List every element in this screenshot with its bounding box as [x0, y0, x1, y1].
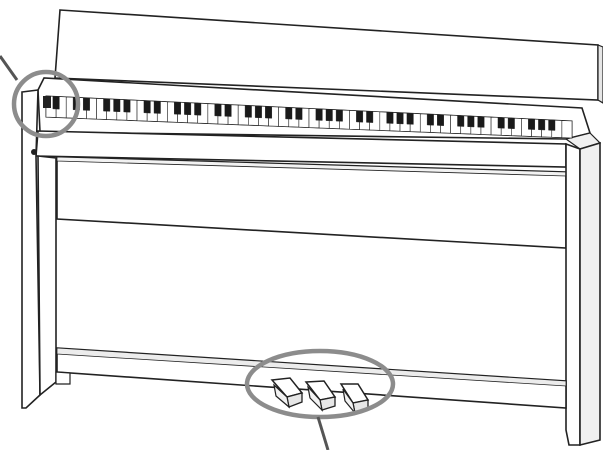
black-key	[295, 107, 303, 120]
black-key	[254, 105, 262, 119]
black-key	[406, 112, 414, 125]
power-switch-callout	[0, 55, 81, 139]
black-key	[52, 96, 60, 110]
soft-pedal	[339, 383, 370, 414]
black-key	[467, 115, 475, 128]
black-key	[143, 100, 151, 114]
black-key	[285, 107, 293, 120]
left-side-panel	[21, 89, 57, 409]
black-key	[507, 117, 515, 129]
black-key	[123, 99, 131, 113]
black-key	[244, 105, 252, 118]
white-key	[561, 120, 573, 139]
black-key	[366, 111, 374, 123]
power-switch	[43, 96, 51, 108]
black-key	[174, 101, 181, 115]
front-panel	[56, 156, 567, 249]
black-key	[214, 103, 222, 117]
black-key	[83, 97, 90, 111]
black-key	[497, 117, 505, 129]
black-key	[325, 109, 333, 122]
black-key	[194, 102, 202, 116]
black-key	[153, 100, 161, 114]
keyboard	[45, 95, 573, 139]
damper-pedal	[270, 377, 304, 409]
black-key	[265, 106, 272, 119]
black-key	[386, 111, 394, 124]
black-key	[335, 109, 343, 122]
black-key	[356, 110, 364, 123]
pedal-board	[55, 347, 567, 409]
right-side-panel	[565, 141, 601, 447]
black-key	[315, 108, 323, 121]
black-key	[103, 98, 111, 112]
black-key	[548, 119, 556, 131]
black-key	[477, 116, 485, 128]
black-keys	[52, 96, 556, 131]
black-key	[396, 112, 404, 125]
black-key	[426, 113, 434, 126]
sostenuto-pedal	[304, 380, 337, 412]
pedals-callout	[244, 348, 396, 450]
black-key	[113, 99, 121, 112]
black-key	[538, 119, 546, 131]
black-key	[457, 115, 465, 127]
black-key	[224, 104, 232, 117]
black-key	[437, 114, 444, 126]
headphone-jack	[31, 149, 37, 155]
black-key	[528, 118, 535, 130]
black-key	[184, 102, 192, 116]
pedals	[270, 377, 370, 414]
